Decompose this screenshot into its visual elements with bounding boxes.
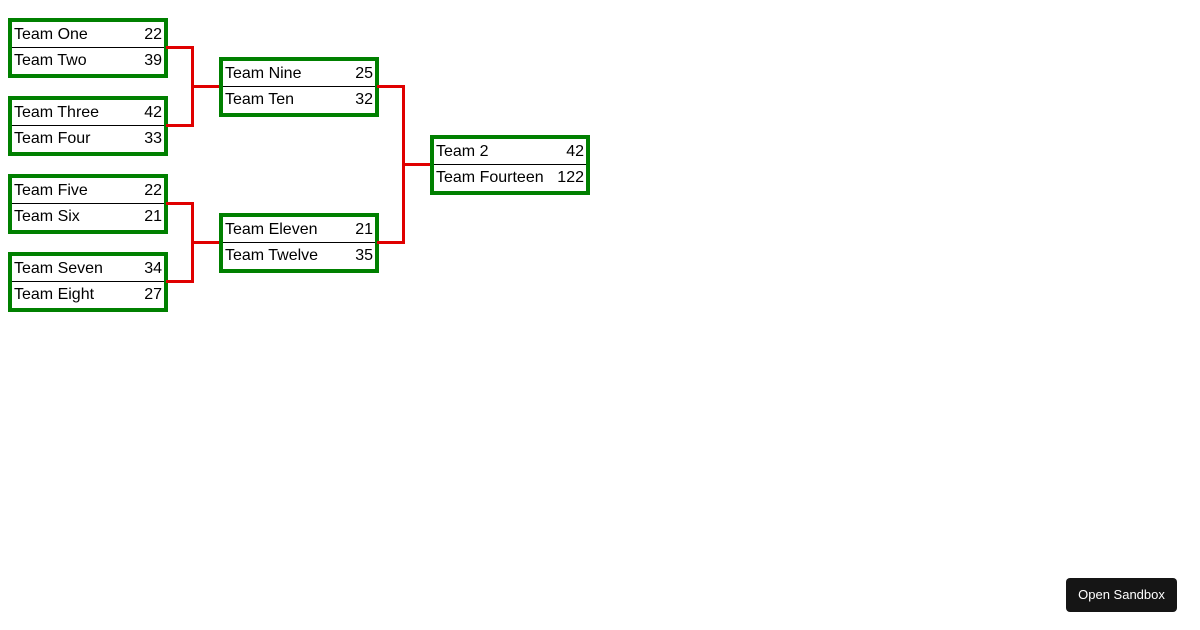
match-r2-1: Team Nine 25 Team Ten 32: [219, 57, 379, 117]
match-r1-3: Team Five 22 Team Six 21: [8, 174, 168, 234]
match-r3-1: Team 2 42 Team Fourteen 122: [430, 135, 590, 195]
team-score: 27: [144, 286, 162, 303]
team-name: Team Ten: [225, 91, 295, 108]
team-score: 21: [355, 220, 373, 238]
bracket-connector: [377, 85, 404, 88]
team-name: Team Three: [14, 103, 100, 121]
team-name: Team Fourteen: [436, 169, 544, 186]
team-name: Team Seven: [14, 259, 103, 277]
team-row: Team Three 42: [12, 100, 164, 126]
team-score: 22: [144, 25, 162, 43]
team-score: 33: [144, 130, 162, 147]
team-name: Team Eight: [14, 286, 95, 303]
bracket-connector: [166, 280, 193, 283]
bracket-connector: [166, 124, 193, 127]
match-r1-1: Team One 22 Team Two 39: [8, 18, 168, 78]
match-r1-2: Team Three 42 Team Four 33: [8, 96, 168, 156]
team-score: 42: [144, 103, 162, 121]
bracket-connector: [402, 163, 430, 166]
team-score: 22: [144, 181, 162, 199]
team-score: 25: [355, 64, 373, 82]
team-row: Team Five 22: [12, 178, 164, 204]
team-row: Team Seven 34: [12, 256, 164, 282]
team-name: Team One: [14, 25, 88, 43]
team-score: 39: [144, 52, 162, 69]
team-row: Team Eleven 21: [223, 217, 375, 243]
team-name: Team Five: [14, 181, 88, 199]
team-score: 32: [355, 91, 373, 108]
team-row: Team Ten 32: [223, 87, 375, 113]
team-row: Team 2 42: [434, 139, 586, 165]
team-row: Team Four 33: [12, 126, 164, 152]
team-name: Team 2: [436, 142, 489, 160]
team-row: Team Six 21: [12, 204, 164, 230]
team-score: 34: [144, 259, 162, 277]
team-row: Team Fourteen 122: [434, 165, 586, 191]
team-name: Team Four: [14, 130, 91, 147]
match-r1-4: Team Seven 34 Team Eight 27: [8, 252, 168, 312]
team-name: Team Twelve: [225, 247, 319, 264]
team-name: Team Eleven: [225, 220, 318, 238]
team-name: Team Six: [14, 208, 80, 225]
team-score: 21: [144, 208, 162, 225]
team-name: Team Nine: [225, 64, 302, 82]
team-score: 122: [557, 169, 584, 186]
team-name: Team Two: [14, 52, 87, 69]
team-score: 35: [355, 247, 373, 264]
team-row: Team Twelve 35: [223, 243, 375, 269]
bracket-connector: [166, 46, 193, 49]
open-sandbox-button[interactable]: Open Sandbox: [1066, 578, 1177, 612]
bracket-connector: [166, 202, 193, 205]
team-row: Team One 22: [12, 22, 164, 48]
bracket-connector: [377, 241, 404, 244]
team-score: 42: [566, 142, 584, 160]
team-row: Team Eight 27: [12, 282, 164, 308]
team-row: Team Nine 25: [223, 61, 375, 87]
team-row: Team Two 39: [12, 48, 164, 74]
bracket-connector: [191, 85, 219, 88]
match-r2-2: Team Eleven 21 Team Twelve 35: [219, 213, 379, 273]
bracket-connector: [191, 241, 219, 244]
